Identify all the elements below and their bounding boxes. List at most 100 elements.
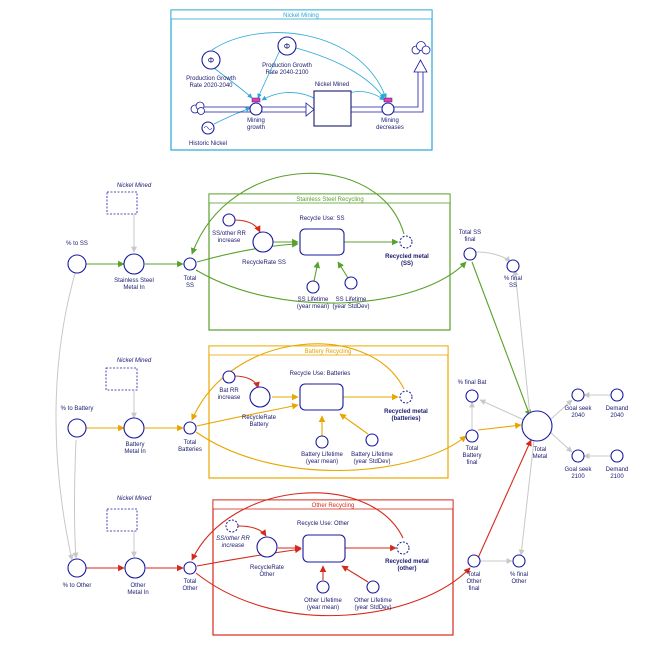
ss-recycle-rate-node[interactable] xyxy=(252,231,274,253)
prod-growth-2020-node[interactable] xyxy=(201,50,221,70)
link-total-bat-to-use xyxy=(196,403,299,427)
link-total-to-goal2040 xyxy=(549,399,573,421)
link-other-rr-to-rate xyxy=(237,525,267,537)
bat-recycle-use-node[interactable] xyxy=(299,383,344,411)
pct-final-bat-node[interactable] xyxy=(465,389,479,403)
goal-seek-2100-node[interactable] xyxy=(571,449,585,463)
demand-2100-node[interactable] xyxy=(610,449,624,463)
link-prod2020-to-decreases xyxy=(211,32,387,99)
link-ss-sd-to-use xyxy=(337,261,349,279)
link-total-to-pctbat xyxy=(479,399,525,421)
link-total-ss-to-final xyxy=(195,261,467,304)
other-lifetime-sd-node[interactable] xyxy=(366,580,380,594)
demand-2040-node[interactable] xyxy=(610,388,624,402)
link-prod2020-to-growth xyxy=(213,67,253,99)
link-recycled-bat-to-total xyxy=(191,343,405,421)
total-batteries-node[interactable] xyxy=(183,421,197,435)
link-total-to-pctother xyxy=(518,439,535,556)
total-ss-node[interactable] xyxy=(183,257,197,271)
total-other-node[interactable] xyxy=(183,561,197,575)
bat-lifetime-mean-label: Battery Lifetime(year mean) xyxy=(301,452,343,465)
other-recycled-metal-node[interactable] xyxy=(396,541,410,555)
bat-metal-in-node[interactable] xyxy=(123,417,145,439)
ss-recycled-metal-label: Recycled metal(SS) xyxy=(385,254,429,267)
bat-lifetime-mean-node[interactable] xyxy=(315,435,329,449)
ss-title: Stainless Steel Recycling xyxy=(296,197,363,203)
ss-rr-increase-node[interactable] xyxy=(222,213,236,227)
phi-icon: Φ xyxy=(284,42,290,51)
other-lifetime-mean-node[interactable] xyxy=(316,580,330,594)
other-recycle-rate-node[interactable] xyxy=(256,536,278,558)
ss-lifetime-sd-node[interactable] xyxy=(344,276,358,290)
pct-to-other-label: % to Other xyxy=(63,583,92,589)
ss-recycle-use-node[interactable] xyxy=(299,228,345,256)
outflow-pipe xyxy=(351,72,424,113)
ghost-nickel-mined-ss[interactable]: Nickel Mined xyxy=(106,183,152,215)
mining-decreases-valve[interactable] xyxy=(381,97,395,116)
link-recycled-other-to-total xyxy=(191,492,404,561)
total-other-final-node[interactable] xyxy=(467,554,481,568)
pct-to-battery-node[interactable] xyxy=(67,418,87,438)
link-ss-mean-to-use xyxy=(313,261,321,282)
bat-recycle-use-label: Recycle Use: Batteries xyxy=(290,371,351,377)
nickel-mined-stock-label: Nickel Mined xyxy=(315,82,349,88)
bat-rr-increase-node[interactable] xyxy=(222,370,236,384)
mining-growth-valve[interactable] xyxy=(249,97,263,116)
link-total-ss-to-use xyxy=(196,240,299,263)
other-recycled-metal-label: Recycled metal(other) xyxy=(385,559,429,572)
other-rr-increase-node[interactable] xyxy=(225,519,239,533)
goal-seek-2040-node[interactable] xyxy=(571,388,585,402)
pct-final-ss-node[interactable] xyxy=(506,259,520,273)
other-metal-in-node[interactable] xyxy=(124,557,146,579)
pct-final-bat-label: % final Bat xyxy=(458,380,487,386)
link-historic-to-growth xyxy=(213,107,251,125)
pct-to-other-node[interactable] xyxy=(67,558,87,578)
ss-lifetime-mean-node[interactable] xyxy=(306,280,320,294)
other-title: Other Recycling xyxy=(312,503,355,509)
bat-lifetime-sd-node[interactable] xyxy=(365,433,379,447)
ss-recycled-metal-node[interactable] xyxy=(399,235,413,249)
ghost-nickel-mined-bat[interactable]: Nickel Mined xyxy=(105,358,152,391)
ss-lifetime-mean-label: SS Lifetime(year mean) xyxy=(297,297,329,310)
bat-recycled-metal-node[interactable] xyxy=(399,390,413,404)
other-lifetime-sd-label: Other Lifetime(year StdDev) xyxy=(354,598,392,611)
pct-to-battery-label: % to Battery xyxy=(61,406,94,412)
link-stock-to-growth xyxy=(261,92,319,101)
prod-growth-2040-node[interactable] xyxy=(277,36,297,56)
outflow-arrowhead xyxy=(413,59,428,73)
total-battery-final-node[interactable] xyxy=(465,429,479,443)
ss-title-bar xyxy=(208,193,451,204)
total-metal-node[interactable] xyxy=(521,410,553,442)
other-recycle-use-node[interactable] xyxy=(302,534,346,563)
phi-icon: Φ xyxy=(208,56,214,65)
ghost-nickel-mined-other[interactable]: Nickel Mined xyxy=(106,496,152,532)
pct-final-other-node[interactable] xyxy=(512,554,526,568)
link-ss-rr-to-rate xyxy=(233,219,261,233)
link-recycled-ss-to-total xyxy=(190,172,405,255)
total-ss-final-node[interactable] xyxy=(463,247,477,261)
link-total-other-to-final xyxy=(195,567,471,617)
pct-to-ss-node[interactable] xyxy=(67,254,87,274)
nickel-mined-stock[interactable] xyxy=(313,90,352,127)
historic-nickel-label: Historic Nickel xyxy=(189,141,227,147)
bat-recycle-rate-node[interactable] xyxy=(249,386,271,408)
ss-metal-in-node[interactable] xyxy=(123,253,145,275)
ghost-nickel-mined-other-label: Nickel Mined xyxy=(117,496,152,502)
link-batfinal-to-total xyxy=(477,422,522,431)
